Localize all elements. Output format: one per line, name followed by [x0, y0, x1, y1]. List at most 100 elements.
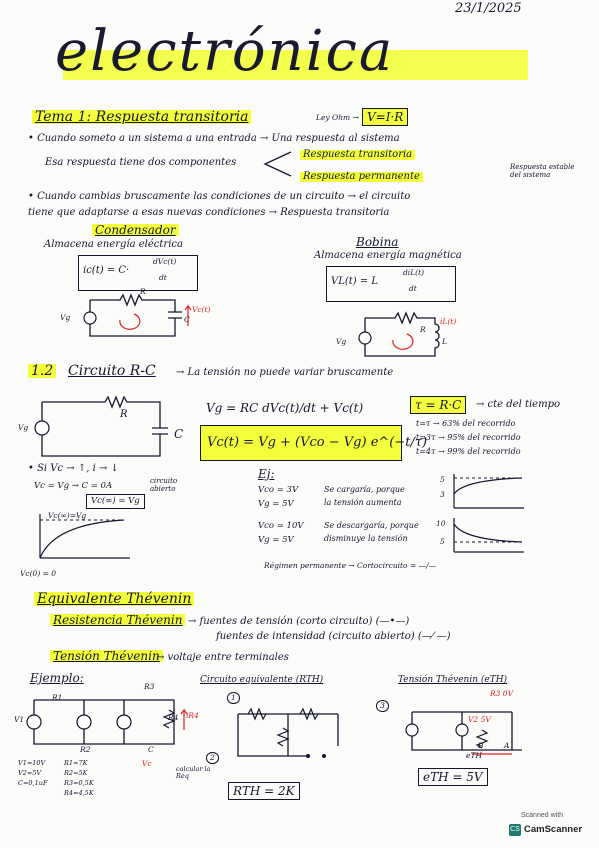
- camscanner-logo-icon: CS: [509, 824, 521, 836]
- t-note-2: t=3τ → 95% del recorrido: [416, 433, 521, 442]
- ej1-vg: Vg = 5V: [258, 499, 294, 509]
- g1-tick-3: 3: [440, 490, 445, 499]
- inductor-formula: VL(t) = L diL(t) dt: [326, 266, 456, 302]
- value-r4: R4=4,5K: [64, 789, 94, 797]
- eth-label-a: A: [504, 741, 510, 750]
- vc0-label: Vc(0) = 0: [20, 569, 57, 578]
- tens-eq-label: Tensión Thévenin (eTH): [398, 675, 508, 685]
- t-note-3: t=4τ → 99% del recorrido: [416, 447, 521, 456]
- regimen-note: Régimen permanente → Cortocircuito = —/—: [264, 561, 437, 570]
- ej1-vco: Vco = 3V: [258, 485, 299, 495]
- ohm-formula: V=I·R: [362, 108, 409, 126]
- ohm-note: Ley Ohm →: [316, 113, 359, 122]
- value-r2: R2=5K: [64, 769, 88, 777]
- ej2-note-b: disminuye la tensión: [324, 534, 408, 543]
- step1-marker: 1: [227, 692, 240, 704]
- thevenin-heading: Equivalente Thévenin: [34, 592, 195, 606]
- ex-label-vc: Vc: [142, 759, 152, 768]
- capacitor-desc: Almacena energía eléctrica: [44, 239, 183, 250]
- capacitor-r-label: R: [140, 287, 146, 296]
- rc-heading-number: 1.2: [28, 364, 57, 378]
- eth-circuit: [405, 711, 522, 755]
- rc-small-circuit-diagram: [83, 293, 192, 337]
- value-v2: V2=5V: [18, 769, 42, 777]
- ex-label-r1: R1: [52, 693, 63, 702]
- thevenin-example-circuit: [26, 699, 188, 745]
- g2-tick-5: 5: [440, 537, 445, 546]
- g2-tick-10: 10: [436, 519, 446, 528]
- rth-result: RTH = 2K: [228, 782, 300, 800]
- eth-label: eTH: [466, 751, 482, 760]
- thevenin-tens-label: Tensión Thévenin: [50, 650, 163, 662]
- ex-label-ir4: iR4: [186, 711, 199, 720]
- thevenin-res-label: Resistencia Thévenin: [50, 614, 186, 626]
- topic1-line4: tiene que adaptarse a esas nuevas condic…: [28, 207, 390, 218]
- ex-label-r2: R2: [80, 745, 91, 754]
- brace-icon: [263, 151, 292, 177]
- ex-label-v1: V1: [14, 715, 25, 724]
- rc-circuit-diagram: [34, 395, 168, 457]
- ej2-vco: Vco = 10V: [258, 521, 304, 531]
- inductor-vg-label: Vg: [336, 337, 347, 346]
- circ-eq-label: Circuito equivalente (RTH): [200, 675, 324, 685]
- eth-label-r3: R3 0V: [490, 689, 513, 698]
- rc-vg-label: Vg: [18, 423, 29, 432]
- eth-label-b: B: [478, 741, 484, 750]
- ex-label-c: C: [148, 745, 154, 754]
- camscanner-badge: Scanned with CS CamScanner: [509, 812, 583, 836]
- example-heading: Ej:: [258, 467, 275, 481]
- rc-equation: Vg = RC dVc(t)/dt + Vc(t): [206, 401, 364, 415]
- ej1-graph: [453, 474, 524, 509]
- inductor-r-label: R: [420, 325, 426, 334]
- thevenin-res-line2: fuentes de intensidad (circuito abierto)…: [216, 631, 451, 642]
- rc-r-label: R: [120, 409, 128, 420]
- vc-inf-box: Vc(∞) = Vg: [86, 494, 145, 509]
- step2-marker: 2: [206, 752, 219, 764]
- rth-circuit: [237, 707, 339, 758]
- ej2-note-a: Se descargaría, porque: [324, 521, 419, 530]
- ex-label-r4: R4: [168, 713, 179, 722]
- ej2-graph: [453, 518, 524, 553]
- step3-marker: 3: [376, 700, 389, 712]
- rc-heading: Circuito R-C: [68, 363, 156, 379]
- transient-label: Respuesta transitoria: [300, 150, 416, 160]
- capacitor-c-label: C: [184, 315, 190, 324]
- tau-note: → cte del tiempo: [476, 399, 561, 410]
- capacitor-heading: Condensador: [92, 224, 179, 236]
- rc-c-label: C: [174, 427, 184, 441]
- value-r1: R1=7K: [64, 759, 88, 767]
- example-label: Ejemplo:: [30, 671, 84, 685]
- ej1-note-b: la tensión aumenta: [324, 498, 402, 507]
- topic1-heading: Tema 1: Respuesta transitoria: [32, 110, 252, 124]
- ex-label-r3: R3: [144, 682, 155, 691]
- inductor-l-label: L: [442, 337, 447, 346]
- permanent-note: Respuesta estable del sistema: [510, 163, 575, 179]
- page-title: electrónica: [55, 24, 545, 94]
- inductor-heading: Bobina: [356, 235, 399, 249]
- inductor-desc: Almacena energía magnética: [314, 250, 462, 261]
- tau-formula: τ = R·C: [410, 396, 467, 414]
- eth-result: eTH = 5V: [418, 768, 488, 786]
- value-r3: R3=0,5K: [64, 779, 94, 787]
- capacitor-vc-label: Vc(t): [192, 305, 211, 314]
- rc-heading-note: → La tensión no puede variar bruscamente: [176, 367, 394, 378]
- topic1-line2: Esa respuesta tiene dos componentes: [45, 157, 237, 168]
- date: 23/1/2025: [455, 1, 522, 16]
- eth-label-v2: V2 5V: [468, 715, 491, 724]
- value-v1: V1=10V: [18, 759, 46, 767]
- open-circuit-note: circuito abierto: [150, 477, 178, 493]
- t-note-1: t=τ → 63% del recorrido: [416, 419, 516, 428]
- vc-vg-line: Vc = Vg → C = 0A: [34, 481, 113, 491]
- rl-small-circuit-diagram: [358, 311, 440, 357]
- capacitor-vg-label: Vg: [60, 313, 71, 322]
- charging-graph: [39, 514, 130, 559]
- topic1-line3: • Cuando cambias bruscamente las condici…: [28, 191, 411, 202]
- rc-main-equation: Vc(t) = Vg + (Vco − Vg) e^(−t/τ): [200, 425, 427, 461]
- si-line: • Si Vc → ↑, i → ↓: [28, 463, 119, 474]
- ej1-note-a: Se cargaría, porque: [324, 485, 405, 494]
- inductor-il-label: iL(t): [440, 317, 457, 326]
- capacitor-formula: ic(t) = C· dVc(t) dt: [78, 255, 198, 291]
- topic1-line1: • Cuando someto a un sistema a una entra…: [28, 133, 400, 144]
- g1-tick-5: 5: [440, 475, 445, 484]
